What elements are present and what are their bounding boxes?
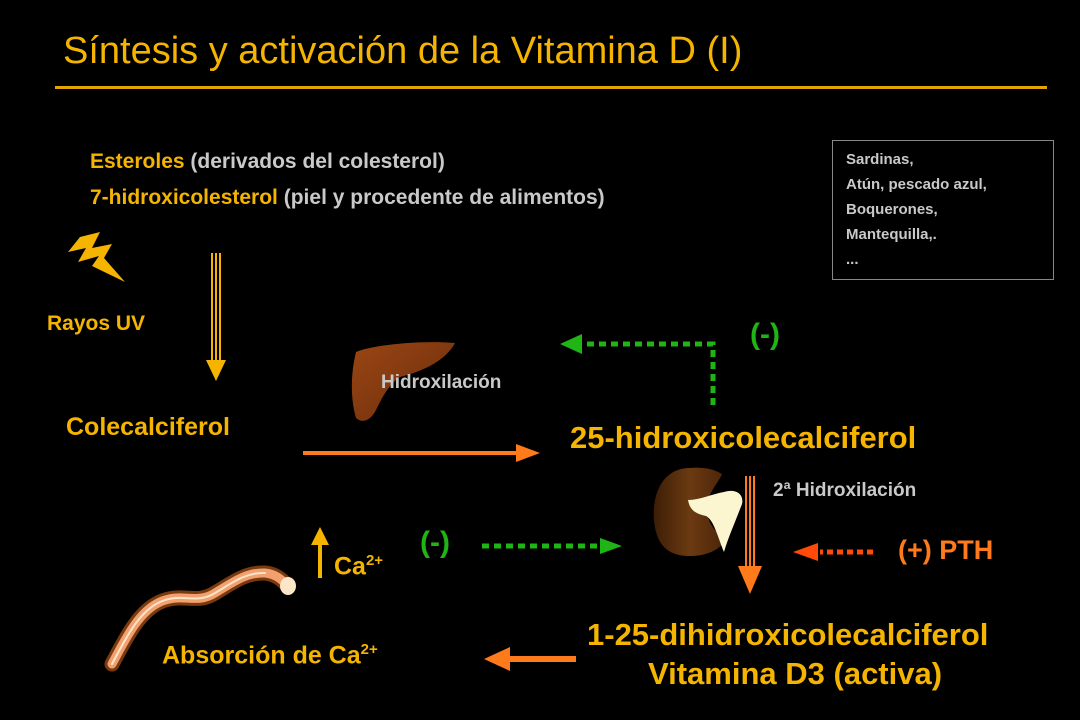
hidroxilacion-label: Hidroxilación (381, 372, 502, 393)
kidney-icon (653, 467, 743, 557)
absorption-label: Absorción de Ca2+ (162, 641, 378, 670)
calcium-base: Ca (334, 552, 366, 581)
colecalciferol-label: Colecalciferol (66, 413, 230, 441)
food-item: Atún, pescado azul, (846, 176, 987, 193)
slide-title: Síntesis y activación de la Vitamina D (… (63, 30, 743, 72)
negative-feedback-arrow-top (560, 334, 716, 405)
absorption-arrow (484, 647, 576, 671)
esteroles-desc: (derivados del colesterol) (190, 150, 445, 173)
food-item: ... (846, 251, 859, 268)
calcium-label: Ca2+ (334, 552, 383, 581)
intestine-icon (104, 565, 296, 672)
calcitriol-line2: Vitamina D3 (activa) (648, 656, 943, 691)
second-hydroxylation-arrow (738, 476, 762, 594)
7-hidroxicolesterol-term: 7-hidroxicolesterol (90, 186, 278, 209)
second-hydroxylation-label: 2ª Hidroxilación (773, 480, 917, 501)
7-hidroxicolesterol-desc: (piel y procedente de alimentos) (283, 186, 605, 209)
uv-label: Rayos UV (47, 312, 146, 335)
calcium-charge: 2+ (365, 552, 384, 569)
absorption-base: Absorción de Ca (162, 641, 361, 670)
lightning-icon (68, 232, 125, 282)
food-item: Boquerones, (846, 201, 938, 218)
pth-label: (+) PTH (898, 535, 994, 565)
absorption-charge: 2+ (360, 641, 378, 658)
negative-feedback-arrow-mid (482, 538, 622, 554)
arrow-up-icon (311, 527, 329, 578)
hydroxylation-arrow (303, 444, 540, 462)
food-item: Mantequilla,. (846, 226, 937, 243)
source-line-esteroles: Esteroles (derivados del colesterol) (90, 150, 445, 174)
negative-feedback-mid-label: (-) (420, 526, 450, 559)
liver-icon (351, 342, 455, 421)
title-underline (55, 86, 1047, 89)
negative-feedback-top-label: (-) (750, 318, 780, 351)
calcitriol-line1: 1-25-dihidroxicolecalciferol (587, 617, 989, 652)
esteroles-term: Esteroles (90, 150, 185, 173)
source-line-7-hidroxicolesterol: 7-hidroxicolesterol (piel y procedente d… (90, 186, 605, 210)
uv-arrow (206, 253, 226, 381)
pth-arrow (793, 543, 873, 561)
food-sources-box (832, 140, 1054, 280)
calcidiol-label: 25-hidroxicolecalciferol (570, 420, 917, 455)
food-item: Sardinas, (846, 151, 914, 168)
